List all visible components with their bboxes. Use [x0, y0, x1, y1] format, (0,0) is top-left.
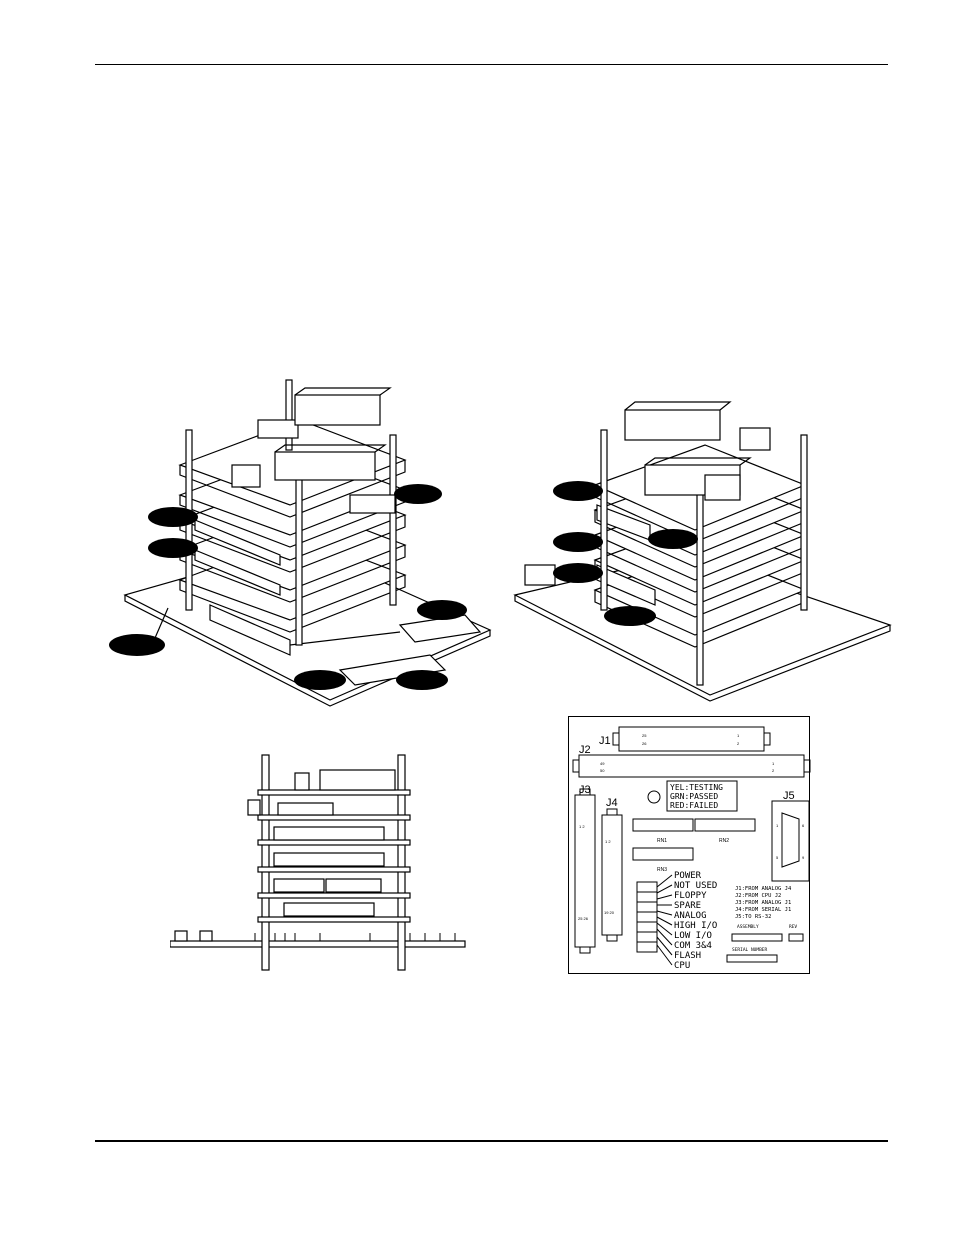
- j1-pin-label: 2: [737, 741, 740, 746]
- led-label-analog: ANALOG: [674, 911, 707, 921]
- header-rule: [95, 64, 888, 65]
- rn2-label: RN2: [719, 838, 729, 844]
- rn1-label: RN1: [657, 838, 667, 844]
- led-label-spare: SPARE: [674, 901, 701, 911]
- j3-label: J3: [579, 784, 591, 796]
- j4-pin-label: 1 2: [605, 839, 611, 844]
- led-label-not-used: NOT USED: [674, 881, 717, 891]
- right-post: [397, 754, 406, 971]
- j5-pin-label: 9: [802, 855, 805, 860]
- stacked-boards-side: [247, 769, 411, 923]
- j5-outline: [771, 800, 810, 882]
- note-j2: J2:FROM CPU J2: [735, 893, 781, 899]
- j3-connector: [574, 794, 596, 948]
- rev-field: [788, 933, 804, 942]
- j4-connector: [601, 814, 623, 936]
- status-legend-box: [666, 780, 738, 812]
- led-label-power: POWER: [674, 871, 702, 881]
- legend-failed: RED:FAILED: [670, 801, 718, 810]
- j3-pin-label: 25 26: [578, 916, 589, 921]
- rn3-resistor-network: [632, 847, 694, 861]
- connection-notes: J1:FROM ANALOG J4 J2:FROM CPU J2 J3:FROM…: [735, 886, 792, 920]
- j2-connector: [578, 754, 805, 778]
- j3-pin-label: 1 2: [579, 824, 585, 829]
- note-j1: J1:FROM ANALOG J4: [735, 886, 792, 892]
- j1-label: J1: [599, 735, 611, 747]
- rn3-label: RN3: [657, 867, 667, 873]
- note-j4: J4:FROM SERIAL J1: [735, 907, 791, 913]
- callout-markers: [109, 484, 467, 690]
- legend-passed: GRN:PASSED: [670, 792, 718, 801]
- rn1-resistor-network: [632, 818, 694, 832]
- led-label-high-io: HIGH I/O: [674, 921, 717, 931]
- led-labels: POWER NOT USED FLOPPY SPARE ANALOG HIGH …: [674, 871, 717, 971]
- note-j3: J3:FROM ANALOG J1: [735, 900, 791, 906]
- base-board: [170, 940, 466, 948]
- j1-pin-label: 1: [737, 733, 740, 738]
- top-board-components: [231, 387, 396, 514]
- stack-side-elevation-view: [170, 754, 466, 971]
- j2-pin-label: 50: [600, 768, 605, 773]
- left-post: [261, 754, 270, 971]
- j5-label: J5: [783, 790, 795, 802]
- led-label-low-io: LOW I/O: [674, 931, 712, 941]
- j5-pin-label: 5: [776, 855, 779, 860]
- serial-number-field: [726, 954, 778, 963]
- legend-testing: YEL:TESTING: [670, 783, 723, 792]
- j5-pin-label: 1: [776, 823, 779, 828]
- led-indicator-column: [636, 881, 658, 953]
- stack-isometric-left-view: [109, 379, 492, 707]
- j1-pin-label: 26: [642, 741, 647, 746]
- j1-connector: [618, 726, 765, 752]
- led-leader-lines: [656, 874, 673, 966]
- j5-pin-label: 6: [802, 823, 805, 828]
- note-j5: J5:TO RS-32: [735, 914, 771, 920]
- j4-label: J4: [606, 797, 618, 809]
- led-label-flash: FLASH: [674, 951, 701, 961]
- led-label-com-3-4: COM 3&4: [674, 941, 712, 951]
- assembly-field: [731, 933, 783, 942]
- rev-label: REV: [789, 924, 797, 930]
- top-board-components-right: [624, 401, 771, 501]
- j5-db9-connector: [781, 812, 800, 868]
- rn2-resistor-network: [694, 818, 756, 832]
- led-label-floppy: FLOPPY: [674, 891, 707, 901]
- callout-markers-right: [553, 481, 698, 626]
- led-label-cpu: CPU: [674, 961, 690, 971]
- status-led-icon: [647, 790, 661, 804]
- serial-number-label: SERIAL NUMBER: [732, 947, 768, 953]
- j4-pin-label: 19 20: [604, 910, 615, 915]
- j2-pin-label: 2: [772, 768, 775, 773]
- footer-rule: [95, 1140, 888, 1142]
- j1-pin-label: 25: [642, 733, 647, 738]
- assembly-label: ASSEMBLY: [737, 924, 759, 930]
- j2-pin-label: 1: [772, 761, 775, 766]
- stack-isometric-right-view: [513, 401, 892, 702]
- j2-pin-label: 49: [600, 761, 605, 766]
- j2-label: J2: [579, 744, 591, 756]
- board-layout-panel: J1 25 1 26 2 J2 49 1 50 2 YEL:TESTING GR…: [568, 716, 811, 974]
